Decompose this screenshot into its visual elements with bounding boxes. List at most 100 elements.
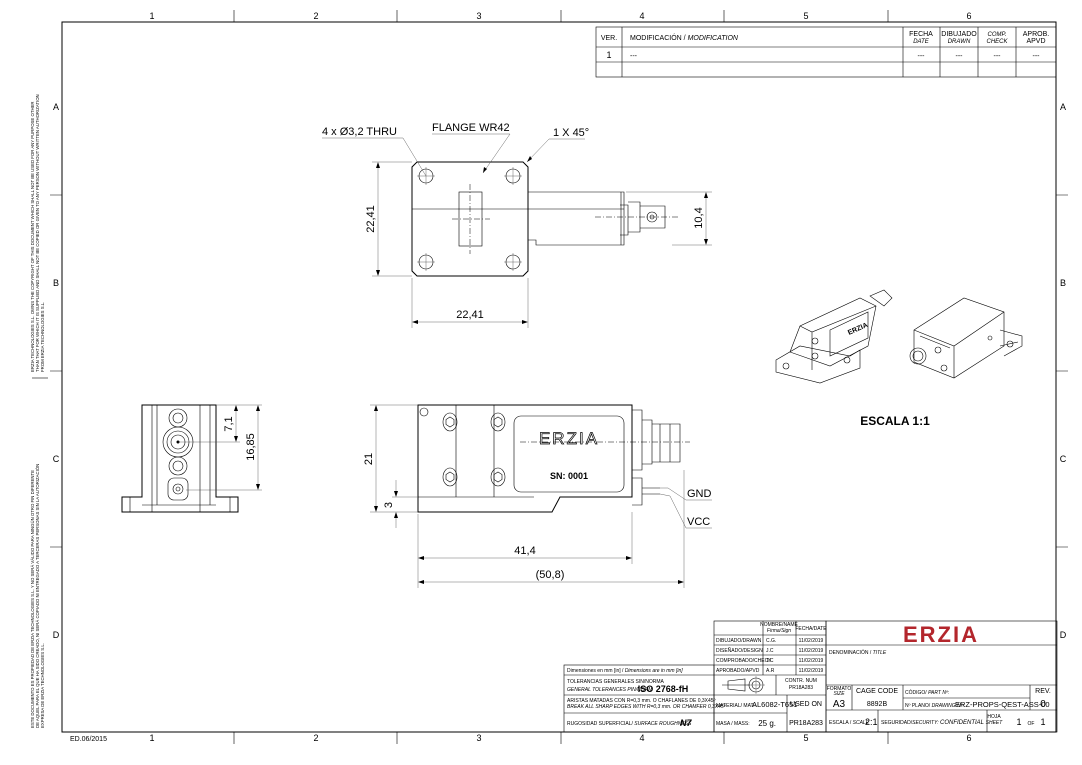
svg-text:BREAK ALL SHARP EDGES WITH R=0: BREAK ALL SHARP EDGES WITH R=0,3 mm. OR … bbox=[567, 704, 726, 710]
svg-text:NOMBRE/NAME: NOMBRE/NAME bbox=[760, 622, 798, 628]
svg-text:B: B bbox=[1060, 278, 1066, 288]
svg-text:Firma/Sign: Firma/Sign bbox=[767, 628, 791, 634]
svg-text:RUGOSIDAD SUPERFICIAL/ SURFACE: RUGOSIDAD SUPERFICIAL/ SURFACE ROUGHNESS bbox=[567, 721, 692, 727]
end-view: 7,1 16,85 bbox=[121, 404, 262, 513]
svg-text:3: 3 bbox=[476, 733, 481, 743]
svg-text:USED ON: USED ON bbox=[790, 701, 822, 708]
svg-text:22,41: 22,41 bbox=[456, 309, 484, 321]
svg-text:---: --- bbox=[630, 53, 638, 60]
svg-text:DENOMINACIÓN / TITLE: DENOMINACIÓN / TITLE bbox=[829, 649, 887, 656]
svg-text:FECHA/DATE: FECHA/DATE bbox=[795, 626, 827, 632]
svg-text:CAGE CODE: CAGE CODE bbox=[856, 688, 898, 695]
svg-text:CÓDIGO/ PART Nº:: CÓDIGO/ PART Nº: bbox=[905, 689, 950, 696]
side-view: ERZIA SN: 0001 21 3 41,4 (50,8) GND VCC bbox=[363, 404, 712, 588]
svg-text:COMPROBADO/CHECK: COMPROBADO/CHECK bbox=[716, 658, 772, 664]
column-labels-bottom: 1 2 3 4 5 6 ED.06/2015 bbox=[70, 733, 972, 743]
svg-text:APROBADO/APVD: APROBADO/APVD bbox=[716, 668, 760, 674]
top-view: 22,41 22,41 10,4 4 x Ø3,2 THRU FLANGE WR… bbox=[322, 122, 712, 328]
svg-text:ISO 2768-fH: ISO 2768-fH bbox=[638, 684, 689, 694]
svg-text:THAN THAT FOR WHICH IT IS SUPP: THAN THAT FOR WHICH IT IS SUPPLIED AND S… bbox=[35, 94, 40, 372]
svg-text:10,4: 10,4 bbox=[693, 207, 705, 228]
svg-text:COMP.: COMP. bbox=[988, 32, 1007, 38]
svg-text:MASA / MASS:: MASA / MASS: bbox=[716, 721, 750, 727]
svg-text:DISEÑADO/DESIGN: DISEÑADO/DESIGN bbox=[716, 647, 763, 654]
svg-text:ERZIA: ERZIA bbox=[539, 429, 599, 448]
svg-text:---: --- bbox=[1033, 53, 1041, 60]
svg-text:1: 1 bbox=[606, 50, 611, 60]
svg-text:8892B: 8892B bbox=[867, 701, 888, 708]
svg-text:4: 4 bbox=[639, 11, 644, 21]
svg-text:7,1: 7,1 bbox=[223, 416, 235, 431]
svg-text:PR18A283: PR18A283 bbox=[789, 720, 823, 727]
svg-text:A: A bbox=[1060, 102, 1066, 112]
svg-text:1 X 45°: 1 X 45° bbox=[553, 127, 589, 139]
svg-text:6: 6 bbox=[966, 11, 971, 21]
svg-text:1: 1 bbox=[149, 733, 154, 743]
svg-text:DIBUJADO/DRAWN: DIBUJADO/DRAWN bbox=[716, 638, 762, 644]
svg-text:C.G.: C.G. bbox=[766, 638, 776, 644]
svg-text:GENERAL TOLERANCES PIN/NORM: GENERAL TOLERANCES PIN/NORM bbox=[567, 687, 653, 693]
title-block: Dimensiones en mm [in] / Dimensions are … bbox=[563, 620, 1058, 733]
svg-text:DIBUJADO: DIBUJADO bbox=[941, 31, 977, 38]
screw-icon bbox=[442, 412, 506, 487]
svg-text:(50,8): (50,8) bbox=[536, 569, 565, 581]
svg-text:4 x Ø3,2 THRU: 4 x Ø3,2 THRU bbox=[322, 126, 397, 138]
third-angle-projection-icon bbox=[722, 676, 765, 694]
svg-text:FLANGE WR42: FLANGE WR42 bbox=[432, 122, 510, 134]
svg-text:3: 3 bbox=[476, 11, 481, 21]
svg-text:1: 1 bbox=[149, 11, 154, 21]
svg-text:41,4: 41,4 bbox=[514, 545, 535, 557]
svg-text:6: 6 bbox=[966, 733, 971, 743]
svg-text:16,85: 16,85 bbox=[245, 433, 257, 461]
svg-text:APVD: APVD bbox=[1026, 38, 1045, 45]
svg-text:MODIFICACIÓN / MODIFICATION: MODIFICACIÓN / MODIFICATION bbox=[630, 33, 739, 42]
svg-text:B: B bbox=[53, 278, 59, 288]
svg-text:---: --- bbox=[994, 53, 1002, 60]
svg-text:11/02/2019: 11/02/2019 bbox=[799, 648, 824, 654]
svg-text:A: A bbox=[53, 102, 59, 112]
svg-text:---: --- bbox=[956, 53, 964, 60]
signature-row: DIBUJADO/DRAWN C.G. 11/02/2019 bbox=[716, 638, 824, 644]
svg-text:FORMATO: FORMATO bbox=[827, 686, 852, 692]
svg-text:22,41: 22,41 bbox=[365, 205, 377, 233]
svg-text:T.C: T.C bbox=[766, 658, 774, 664]
svg-text:25 g.: 25 g. bbox=[758, 719, 776, 728]
copyright-notice-en: ERZIA TECHNOLOGIES S.L. OWNS THE COPYRIG… bbox=[30, 94, 45, 372]
svg-text:C: C bbox=[53, 454, 60, 464]
svg-text:SEGURIDAD/SECURITY:: SEGURIDAD/SECURITY: bbox=[881, 720, 939, 726]
brand-logo: ERZIA bbox=[903, 622, 979, 647]
svg-text:1: 1 bbox=[1040, 717, 1045, 727]
svg-text:11/02/2019: 11/02/2019 bbox=[799, 638, 824, 644]
svg-text:CONTR. NUM: CONTR. NUM bbox=[785, 678, 817, 684]
svg-text:DRAWN: DRAWN bbox=[948, 39, 971, 45]
vcc-label: VCC bbox=[687, 516, 710, 528]
isometric-view-rear bbox=[909, 297, 1023, 379]
iso-scale-label: ESCALA 1:1 bbox=[860, 414, 930, 428]
svg-text:D: D bbox=[1060, 630, 1067, 640]
svg-text:11/02/2019: 11/02/2019 bbox=[799, 658, 824, 664]
svg-text:DATE: DATE bbox=[913, 39, 930, 45]
gnd-label: GND bbox=[687, 488, 712, 500]
svg-text:5: 5 bbox=[803, 733, 808, 743]
svg-text:C: C bbox=[1060, 454, 1067, 464]
svg-text:SHEET: SHEET bbox=[986, 720, 1004, 726]
svg-text:DE AQUEL PARA EL QUE HA SIDO C: DE AQUEL PARA EL QUE HA SIDO CREADO, NI … bbox=[35, 464, 40, 728]
svg-text:ESCALA / SCALE: ESCALA / SCALE bbox=[829, 720, 870, 726]
revision-table: VER. MODIFICACIÓN / MODIFICATION FECHA D… bbox=[595, 26, 1057, 78]
svg-text:A.R: A.R bbox=[766, 668, 775, 674]
svg-text:---: --- bbox=[918, 53, 926, 60]
serial-number: SN: 0001 bbox=[550, 471, 588, 481]
svg-text:2: 2 bbox=[313, 733, 318, 743]
svg-text:CHECK: CHECK bbox=[986, 39, 1008, 45]
svg-text:11/02/2019: 11/02/2019 bbox=[799, 668, 824, 674]
signature-row: APROBADO/APVD A.R 11/02/2019 bbox=[716, 668, 824, 674]
svg-text:21: 21 bbox=[363, 453, 375, 465]
edition-label: ED.06/2015 bbox=[70, 736, 107, 743]
column-labels-top: 1 2 3 4 5 6 bbox=[149, 11, 971, 21]
svg-text:EXPRESA DE ERZIA TECHNOLOGIES: EXPRESA DE ERZIA TECHNOLOGIES S.L. bbox=[40, 643, 45, 728]
svg-text:ESTE DOCUMENTO ES PROPIEDAD DE: ESTE DOCUMENTO ES PROPIEDAD DE ERZIA TEC… bbox=[30, 470, 35, 728]
svg-text:J.C: J.C bbox=[766, 648, 774, 654]
